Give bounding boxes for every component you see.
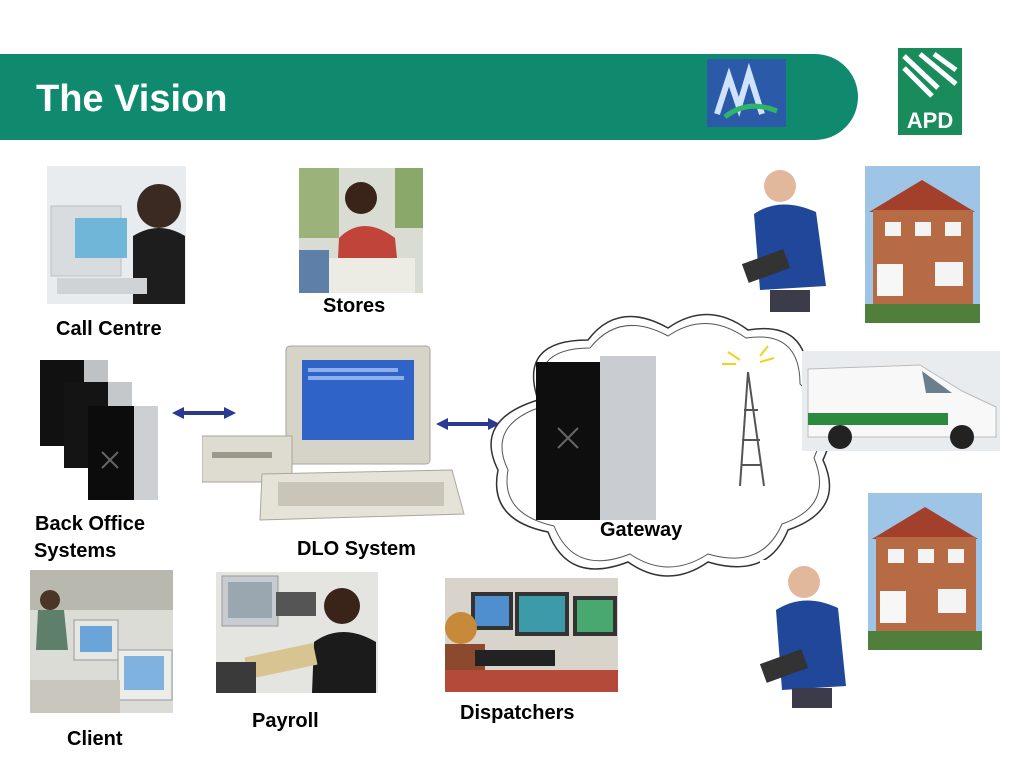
client-photo [30, 570, 173, 713]
call-centre-photo [47, 166, 186, 304]
back-office-label-line1: Back Office [35, 513, 146, 535]
back-office-servers [38, 356, 160, 502]
server-tower-icon [88, 406, 158, 500]
na-logo-icon [707, 59, 786, 127]
dlo-computer-icon [202, 344, 468, 528]
house-photo-top [865, 166, 980, 323]
house-photo-bottom [868, 493, 982, 650]
radio-mast-icon [722, 345, 775, 487]
client-label: Client [67, 728, 123, 750]
apd-logo: APD [898, 48, 962, 135]
dispatchers-photo [445, 578, 618, 692]
stores-label: Stores [323, 295, 386, 317]
cloud-network [478, 300, 846, 585]
payroll-photo [216, 572, 378, 693]
engineer-photo-top [740, 166, 834, 312]
apd-stripes-icon [902, 51, 958, 98]
dispatchers-label: Dispatchers [460, 702, 575, 724]
double-arrow-icon [436, 416, 500, 432]
payroll-label: Payroll [252, 710, 319, 732]
double-arrow-icon [172, 405, 236, 421]
dlo-system-label: DLO System [297, 538, 416, 560]
engineer-photo-bottom [760, 560, 852, 708]
stores-photo [299, 168, 423, 293]
call-centre-label: Call Centre [56, 318, 162, 340]
van-photo [802, 351, 1000, 451]
gateway-label: Gateway [600, 519, 683, 541]
apd-logo-text: APD [906, 108, 954, 133]
page-title: The Vision [36, 78, 228, 120]
gateway-server-icon [536, 356, 656, 520]
back-office-label-line2: Systems [34, 540, 117, 562]
